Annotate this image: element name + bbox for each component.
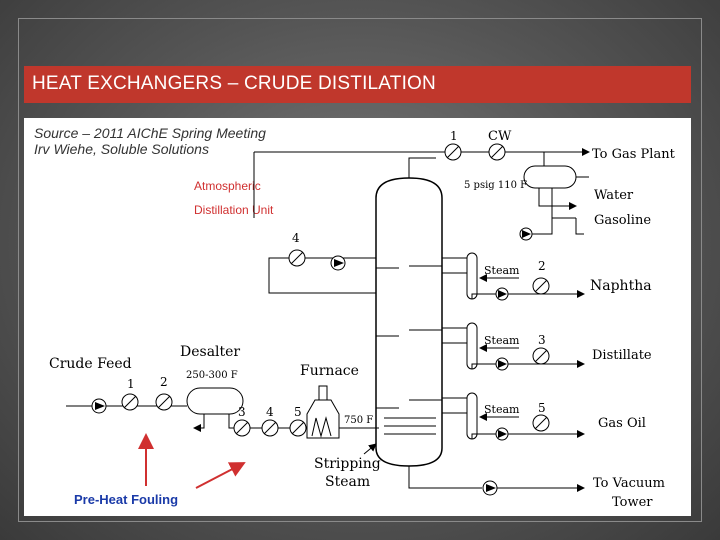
exchanger-cw: [488, 143, 506, 161]
stripping-steam-1: Stripping: [314, 456, 381, 472]
cw-label: CW: [488, 129, 512, 144]
preheat-fouling-label: Pre-Heat Fouling: [74, 492, 178, 507]
feed-exchanger-4-number: 4: [266, 405, 274, 419]
product-vacuum-2: Tower: [612, 495, 653, 510]
steam-label-naphtha: Steam: [484, 264, 520, 277]
desalter-label: Desalter: [180, 344, 240, 360]
gasoline-pump: [519, 227, 533, 241]
slide-title-bar: HEAT EXCHANGERS – CRUDE DISTILATION: [24, 66, 691, 103]
product-gas-plant: To Gas Plant: [592, 147, 676, 162]
slide-title: HEAT EXCHANGERS – CRUDE DISTILATION: [32, 73, 436, 94]
distillate-pump: [495, 357, 509, 371]
feed-exchanger-5-number: 5: [294, 405, 302, 419]
exchanger-distillate-3: [532, 347, 550, 365]
bottoms-pump: [482, 480, 498, 496]
gas-oil-pump: [495, 427, 509, 441]
product-water: Water: [594, 188, 634, 203]
exchanger-top-1: [444, 143, 462, 161]
slide-frame: [18, 18, 702, 522]
feed-exchanger-2: [155, 393, 173, 411]
crude-feed-label: Crude Feed: [49, 356, 132, 372]
process-diagram: Source – 2011 AIChE Spring Meeting Irv W…: [24, 118, 691, 516]
exchanger-reflux-4-number: 4: [292, 231, 300, 245]
product-gas-oil: Gas Oil: [598, 416, 646, 431]
reflux-drum: [523, 165, 577, 189]
distillate-stripper: [466, 322, 478, 370]
unit-label-2: Distillation Unit: [194, 203, 274, 217]
product-naphtha: Naphtha: [590, 278, 652, 294]
feed-exchanger-1-number: 1: [127, 377, 135, 391]
source-line-1: Source – 2011 AIChE Spring Meeting: [34, 125, 266, 141]
exchanger-top-1-number: 1: [450, 129, 458, 143]
feed-exchanger-3: [233, 419, 251, 437]
exchanger-reflux-4: [288, 249, 306, 267]
stripping-steam-2: Steam: [325, 474, 370, 490]
feed-exchanger-2-number: 2: [160, 375, 168, 389]
feed-exchanger-3-number: 3: [238, 405, 246, 419]
product-gasoline: Gasoline: [594, 213, 651, 228]
feed-exchanger-1: [121, 393, 139, 411]
exchanger-naphtha-2-number: 2: [538, 259, 546, 273]
feed-pump: [91, 398, 107, 414]
desalter-temp: 250-300 F: [186, 370, 238, 381]
furnace-label: Furnace: [300, 363, 359, 379]
source-line-2: Irv Wiehe, Soluble Solutions: [34, 141, 209, 157]
gas-oil-stripper: [466, 392, 478, 440]
feed-exchanger-4: [261, 419, 279, 437]
naphtha-stripper: [466, 252, 478, 300]
naphtha-pump: [495, 287, 509, 301]
unit-label-1: Atmospheric: [194, 179, 261, 193]
distillation-column: [375, 177, 443, 467]
condenser-conditions: 5 psig 110 F: [464, 180, 527, 191]
exchanger-distillate-3-number: 3: [538, 333, 546, 347]
exchanger-gas-oil-5-number: 5: [538, 401, 546, 415]
product-distillate: Distillate: [592, 348, 652, 363]
desalter-vessel: [186, 387, 244, 415]
exchanger-gas-oil-5: [532, 414, 550, 432]
reflux-pump: [330, 255, 346, 271]
steam-label-distillate: Steam: [484, 334, 520, 347]
steam-label-gas-oil: Steam: [484, 403, 520, 416]
furnace-temp: 750 F: [344, 415, 373, 426]
product-vacuum-1: To Vacuum: [593, 476, 665, 491]
feed-exchanger-5: [289, 419, 307, 437]
furnace-icon: [306, 385, 340, 439]
exchanger-naphtha-2: [532, 277, 550, 295]
